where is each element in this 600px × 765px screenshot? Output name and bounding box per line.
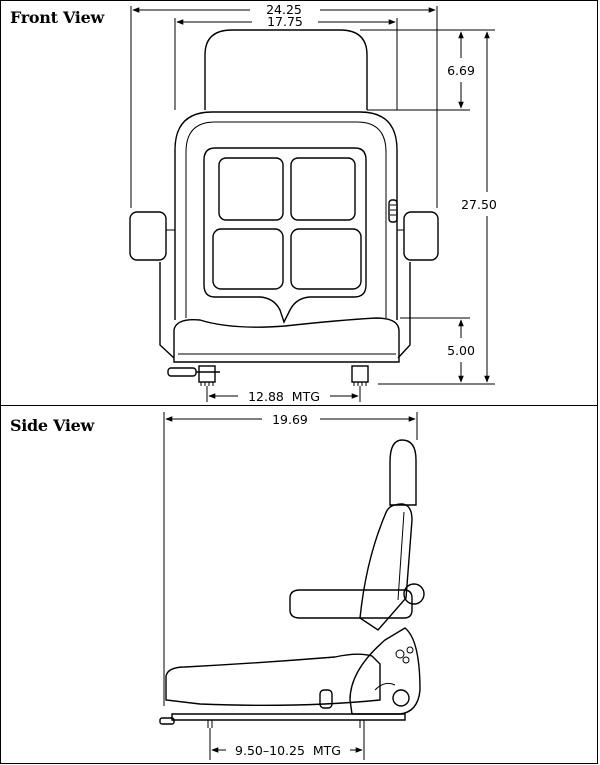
dim-headrest-height: 6.69 xyxy=(447,63,475,78)
dim-back-width: 17.75 xyxy=(267,14,303,29)
dim-overall-width: 24.25 xyxy=(266,2,302,17)
side-view-panel: Side View xyxy=(0,405,598,764)
side-dimension-labels: 19.69 9.50–10.25 MTG xyxy=(235,412,341,758)
side-seat-outline xyxy=(159,439,425,728)
dim-overall-depth: 19.69 xyxy=(272,412,308,427)
dim-seat-height: 5.00 xyxy=(447,343,475,358)
front-view-title: Front View xyxy=(10,8,104,27)
front-dimension-labels: 24.25 17.75 6.69 27.50 5.00 12.88 MTG xyxy=(248,2,497,404)
dim-mounting-width: 12.88 MTG xyxy=(248,389,320,404)
front-dimension-lines xyxy=(130,6,495,402)
dim-overall-height: 27.50 xyxy=(461,197,497,212)
side-dimension-lines xyxy=(163,412,418,760)
side-view-title: Side View xyxy=(10,416,95,435)
front-seat-outline xyxy=(129,29,439,386)
dim-mounting-range: 9.50–10.25 MTG xyxy=(235,743,341,758)
